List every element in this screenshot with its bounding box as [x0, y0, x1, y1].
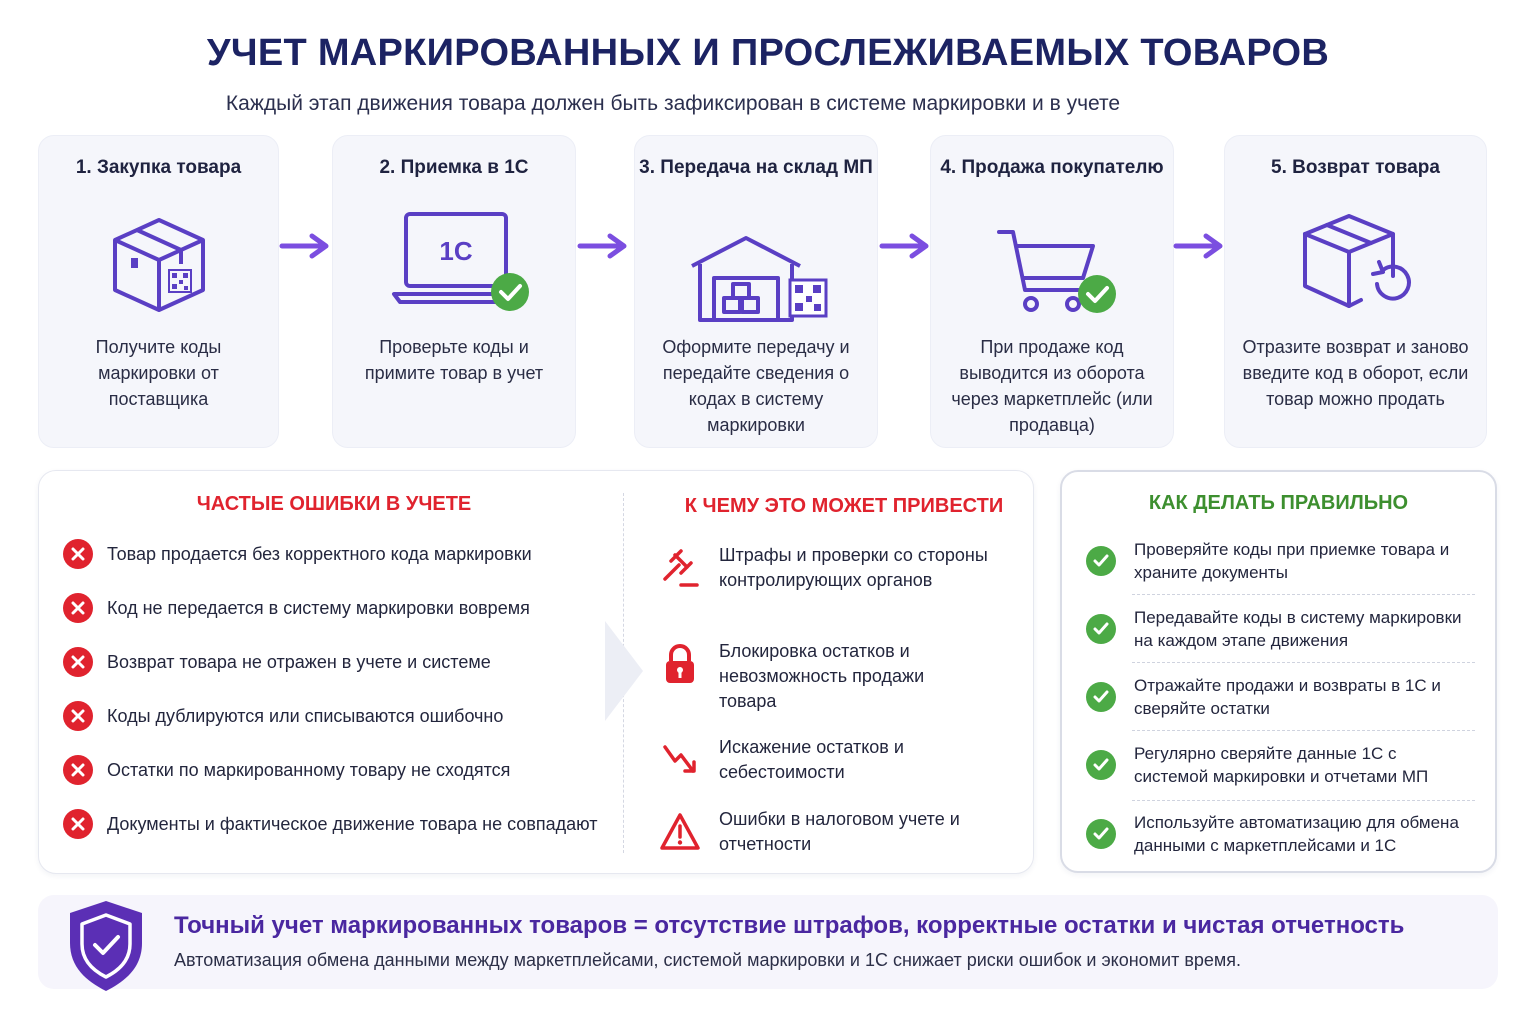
step-card-sale: 4. Продажа покупателю При продаже код вы…: [930, 135, 1174, 448]
check-circle-icon: [1086, 682, 1116, 712]
consequence-text: Ошибки в налоговом учете и отчетности: [719, 809, 960, 854]
error-text: Товар продается без корректного кода мар…: [107, 543, 532, 564]
step-description: Получите коды маркировки от поставщика: [95, 337, 222, 409]
error-x-icon: [63, 539, 93, 569]
error-x-icon: [63, 701, 93, 731]
best-practice-item: Проверяйте коды при приемке товара и хра…: [1086, 538, 1475, 584]
box-return-icon: [1225, 206, 1486, 326]
page-subtitle: Каждый этап движения товара должен быть …: [225, 92, 1121, 115]
separator: [1132, 800, 1475, 801]
error-text: Код не передается в систему маркировки в…: [107, 597, 530, 618]
error-item: Коды дублируются или списываются ошибочн…: [63, 699, 503, 733]
check-circle-icon: [1086, 614, 1116, 644]
step-title: 2. Приемка в 1С: [379, 157, 529, 178]
arrow-right-icon: [279, 233, 329, 259]
best-practice-item: Передавайте коды в систему маркировки на…: [1086, 606, 1475, 652]
check-circle-icon: [1086, 819, 1116, 849]
consequences-heading: К ЧЕМУ ЭТО МОЖЕТ ПРИВЕСТИ: [684, 495, 1004, 517]
banner-subtext: Автоматизация обмена данными между марке…: [174, 950, 1242, 970]
consequence-text: Блокировка остатков и невозможность прод…: [719, 641, 925, 711]
trend-down-icon: [663, 745, 696, 773]
chevron-right-icon: [605, 621, 643, 721]
error-item: Документы и фактическое движение товара …: [63, 807, 598, 841]
error-x-icon: [63, 593, 93, 623]
box-qr-icon: [39, 206, 278, 326]
warning-icon: [660, 813, 700, 850]
best-practice-text: Регулярно сверяйте данные 1С с системой …: [1134, 744, 1429, 786]
error-text: Остатки по маркированному товару не сход…: [107, 759, 511, 780]
step-title: 3. Передача на склад МП: [639, 157, 873, 178]
separator: [1132, 594, 1475, 595]
best-practice-text: Передавайте коды в систему маркировки на…: [1134, 608, 1462, 650]
step-description: Оформите передачу и передайте сведения о…: [662, 337, 850, 435]
step-description: При продаже код выводится из оборота чер…: [951, 337, 1153, 435]
step-title: 4. Продажа покупателю: [940, 157, 1164, 178]
best-practice-item: Отражайте продажи и возвраты в 1С и свер…: [1086, 674, 1475, 720]
consequence-item: Ошибки в налоговом учете и отчетности: [659, 807, 979, 857]
errors-panel: ЧАСТЫЕ ОШИБКИ В УЧЕТЕ Товар продается бе…: [38, 470, 1034, 874]
consequence-item: Искажение остатков и себестоимости: [659, 735, 979, 785]
consequence-text: Штрафы и проверки со стороны контролирую…: [719, 545, 988, 590]
step-description: Проверьте коды и примите товар в учет: [364, 337, 544, 383]
step-card-return: 5. Возврат товара Отразите возврат и зан…: [1224, 135, 1487, 448]
best-practice-text: Проверяйте коды при приемке товара и хра…: [1134, 540, 1450, 582]
page-title: УЧЕТ МАРКИРОВАННЫХ И ПРОСЛЕЖИВАЕМЫХ ТОВА…: [206, 32, 1330, 74]
error-x-icon: [63, 647, 93, 677]
banner-headline: Точный учет маркированных товаров = отсу…: [174, 912, 1405, 939]
step-card-receipt: 2. Приемка в 1С 1С Проверьте коды и прим…: [332, 135, 576, 448]
step-title: 5. Возврат товара: [1271, 157, 1440, 178]
error-x-icon: [63, 755, 93, 785]
best-practice-text: Используйте автоматизацию для обмена дан…: [1134, 813, 1459, 855]
error-text: Коды дублируются или списываются ошибочн…: [107, 705, 504, 726]
best-practice-item: Используйте автоматизацию для обмена дан…: [1086, 811, 1475, 857]
best-practice-text: Отражайте продажи и возвраты в 1С и свер…: [1134, 676, 1441, 718]
check-circle-icon: [1086, 546, 1116, 576]
laptop-1c-icon: 1С: [333, 206, 575, 326]
arrow-right-icon: [879, 233, 929, 259]
arrow-right-icon: [577, 233, 627, 259]
consequence-text: Искажение остатков и себестоимости: [719, 737, 904, 782]
separator: [1132, 730, 1475, 731]
arrow-right-icon: [1173, 233, 1223, 259]
step-card-purchase: 1. Закупка товара Получите коды маркиров…: [38, 135, 279, 448]
error-item: Товар продается без корректного кода мар…: [63, 537, 532, 571]
consequence-item: Штрафы и проверки со стороны контролирую…: [659, 543, 989, 593]
separator: [1132, 662, 1475, 663]
best-practice-item: Регулярно сверяйте данные 1С с системой …: [1086, 742, 1475, 788]
check-circle-icon: [1086, 750, 1116, 780]
summary-banner: Точный учет маркированных товаров = отсу…: [38, 895, 1498, 991]
error-x-icon: [63, 809, 93, 839]
step-card-transfer: 3. Передача на склад МП Оформите передач…: [634, 135, 878, 448]
lock-icon: [666, 644, 694, 683]
1c-logo: 1С: [439, 236, 472, 266]
consequence-item: Блокировка остатков и невозможность прод…: [659, 639, 979, 714]
errors-heading: ЧАСТЫЕ ОШИБКИ В УЧЕТЕ: [196, 493, 472, 515]
error-text: Документы и фактическое движение товара …: [107, 813, 598, 834]
gavel-icon: [663, 549, 699, 587]
warehouse-icon: [635, 228, 877, 348]
error-text: Возврат товара не отражен в учете и сист…: [107, 651, 491, 672]
step-title: 1. Закупка товара: [75, 157, 242, 178]
error-item: Код не передается в систему маркировки в…: [63, 591, 530, 625]
error-item: Возврат товара не отражен в учете и сист…: [63, 645, 491, 679]
error-item: Остатки по маркированному товару не сход…: [63, 753, 510, 787]
step-description: Отразите возврат и заново введите код в …: [1242, 337, 1469, 409]
cart-icon: [931, 224, 1173, 344]
best-practices-heading: КАК ДЕЛАТЬ ПРАВИЛЬНО: [1148, 492, 1409, 514]
best-practices-panel: КАК ДЕЛАТЬ ПРАВИЛЬНО Проверяйте коды при…: [1060, 470, 1497, 873]
shield-check-icon: [70, 901, 142, 991]
